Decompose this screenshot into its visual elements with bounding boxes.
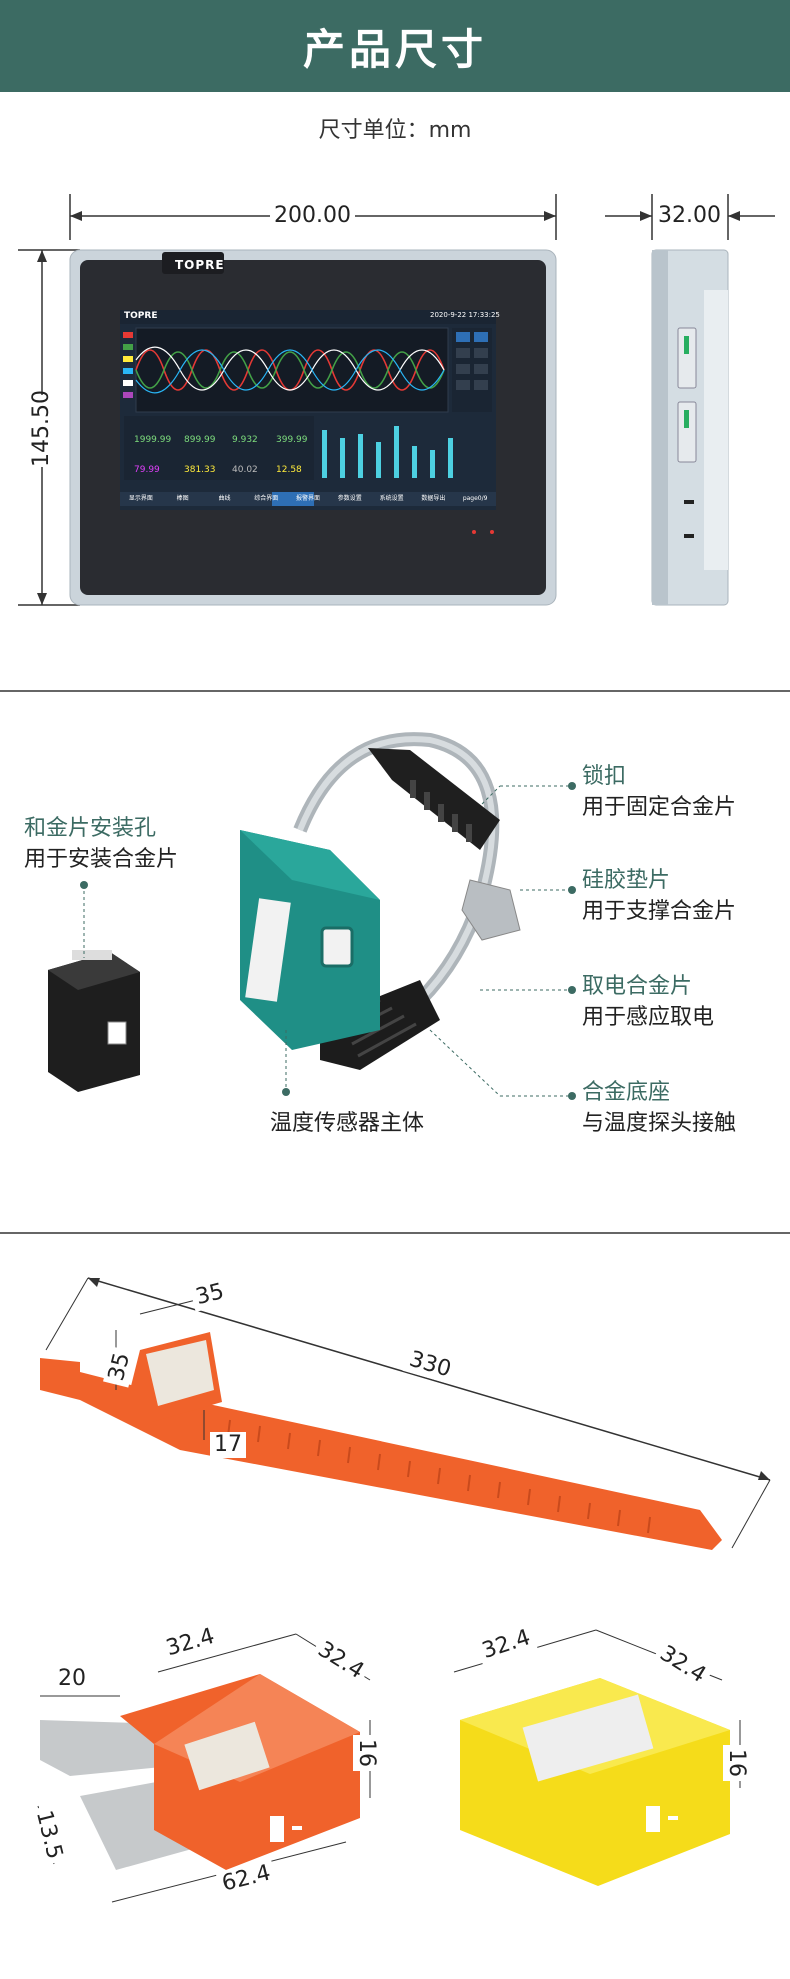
screen-btn[interactable]: page0/9	[462, 495, 488, 502]
screen-brand: TOPRE	[124, 311, 158, 321]
alloy-desc: 用于感应取电	[582, 1005, 715, 1030]
pad-title: 硅胶垫片	[582, 868, 671, 893]
base-desc: 与温度探头接触	[582, 1111, 737, 1136]
strap-thickness-label: 17	[210, 1432, 246, 1458]
yellow-height-label: 16	[723, 1745, 749, 1781]
display-height-label: 145.50	[25, 390, 59, 467]
orange-tab-width-label: 20	[54, 1666, 90, 1692]
svg-text:899.99: 899.99	[184, 435, 216, 445]
screen-btn[interactable]: 棒图	[176, 495, 189, 502]
screen-btn[interactable]: 报警界面	[296, 495, 321, 502]
lock-title: 锁扣	[582, 764, 627, 789]
alloy-title: 取电合金片	[582, 974, 693, 999]
svg-text:1999.99: 1999.99	[134, 435, 171, 445]
screen-datetime: 2020-9-22 17:33:25	[430, 311, 500, 319]
orange-height-label: 16	[353, 1735, 379, 1771]
strap-dimension-drawing	[40, 1277, 771, 1550]
screen-btn[interactable]: 显示界面	[128, 495, 153, 502]
base-title: 合金底座	[582, 1080, 671, 1105]
screen-bottom-bar: 显示界面 棒图 曲线 综合界面 报警界面 参数设置 系统设置 数据导出 page…	[120, 492, 496, 506]
mount-hole-desc: 用于安装合金片	[24, 847, 179, 872]
screen-btn[interactable]: 综合界面	[254, 495, 279, 502]
lock-desc: 用于固定合金片	[582, 795, 737, 820]
svg-text:9.932: 9.932	[232, 435, 258, 445]
display-depth-label: 32.00	[654, 203, 725, 229]
display-width-label: 200.00	[270, 203, 355, 229]
section-divider-2	[0, 1232, 790, 1234]
svg-text:40.02: 40.02	[232, 465, 258, 475]
screen-btn[interactable]: 数据导出	[421, 495, 446, 502]
unit-label: 尺寸单位：mm	[318, 118, 472, 143]
display-dimension-drawing: 1999.99 899.99 9.932 399.99 79.99 381.33…	[18, 194, 775, 606]
page-header: 产品尺寸	[0, 0, 790, 92]
svg-text:79.99: 79.99	[134, 465, 160, 475]
svg-text:381.33: 381.33	[184, 465, 216, 475]
sensor-body-label: 温度传感器主体	[270, 1111, 425, 1136]
sensor-parts-drawing	[48, 732, 576, 1100]
page-title: 产品尺寸	[302, 24, 487, 74]
boxes-dimension-drawing	[37, 1629, 741, 1903]
svg-text:399.99: 399.99	[276, 435, 308, 445]
section-divider-1	[0, 690, 790, 692]
screen-btn[interactable]: 系统设置	[379, 495, 404, 502]
screen-btn[interactable]: 曲线	[218, 495, 231, 502]
mount-hole-title: 和金片安装孔	[24, 816, 157, 841]
display-brand: TOPRE	[175, 258, 225, 272]
svg-text:12.58: 12.58	[276, 465, 302, 475]
pad-desc: 用于支撑合金片	[582, 899, 737, 924]
screen-btn[interactable]: 参数设置	[337, 495, 362, 502]
